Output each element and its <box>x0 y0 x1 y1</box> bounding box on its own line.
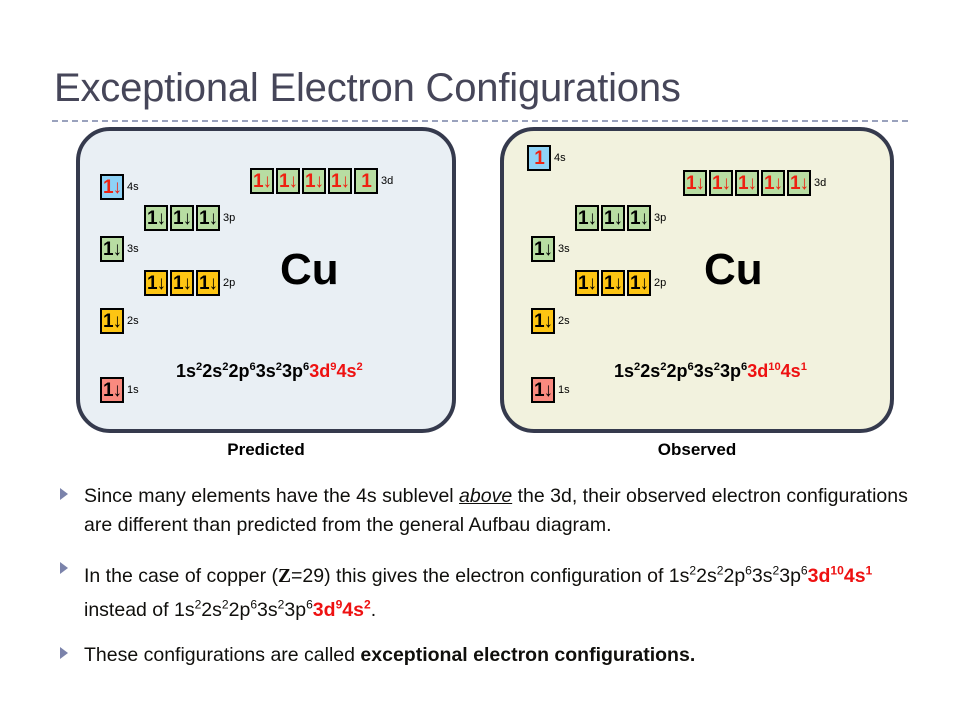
orbital-row-observed-3p: 1↓1↓1↓3p <box>575 205 666 231</box>
bullet-item-2: In the case of copper (Z=29) this gives … <box>56 556 914 625</box>
caption-predicted: Predicted <box>227 440 305 459</box>
orbital-label-predicted-3p: 3p <box>223 212 236 224</box>
bullet-item-1: Since many elements have the 4s sublevel… <box>56 482 914 540</box>
orbital-box-predicted-3d-4: 1↓ <box>328 168 352 194</box>
orbital-label-observed-3p: 3p <box>654 212 667 224</box>
orbital-label-observed-2s: 2s <box>558 315 570 327</box>
triangle-right-icon <box>60 488 68 500</box>
orbital-row-predicted-2s: 1↓2s <box>100 308 139 334</box>
config-highlight-predicted: 3d94s2 <box>309 361 363 381</box>
title-divider <box>52 120 908 122</box>
orbital-row-predicted-1s: 1↓1s <box>100 377 139 403</box>
panel-observed: Cu 1s22s22p63s23p63d104s1 <box>500 127 894 433</box>
orbital-label-predicted-1s: 1s <box>127 384 139 396</box>
orbital-box-observed-3s-1: 1↓ <box>531 236 555 262</box>
config-base-observed: 1s22s22p63s23p6 <box>614 361 748 381</box>
orbital-row-predicted-3s: 1↓3s <box>100 236 139 262</box>
orbital-box-predicted-2s-1: 1↓ <box>100 308 124 334</box>
orbital-box-predicted-3p-1: 1↓ <box>144 205 168 231</box>
orbital-label-observed-2p: 2p <box>654 277 667 289</box>
orbital-box-observed-4s-1: 1 <box>527 145 551 171</box>
orbital-box-observed-3d-3: 1↓ <box>735 170 759 196</box>
orbital-box-observed-3p-3: 1↓ <box>627 205 651 231</box>
page-title: Exceptional Electron Configurations <box>54 66 681 110</box>
orbital-label-predicted-2s: 2s <box>127 315 139 327</box>
orbital-box-predicted-3d-2: 1↓ <box>276 168 300 194</box>
element-symbol-predicted: Cu <box>280 245 339 294</box>
orbital-box-predicted-3d-3: 1↓ <box>302 168 326 194</box>
orbital-box-observed-3d-5: 1↓ <box>787 170 811 196</box>
caption-observed: Observed <box>657 440 737 459</box>
bullet-list: Since many elements have the 4s sublevel… <box>56 482 914 670</box>
orbital-box-observed-2p-3: 1↓ <box>627 270 651 296</box>
orbital-label-observed-4s: 4s <box>554 152 566 164</box>
orbital-row-observed-3d: 1↓1↓1↓1↓1↓3d <box>683 170 826 196</box>
orbital-row-observed-2s: 1↓2s <box>531 308 570 334</box>
orbital-box-predicted-3s-1: 1↓ <box>100 236 124 262</box>
bullet-text-1: Since many elements have the 4s sublevel… <box>84 485 908 536</box>
orbital-label-observed-3s: 3s <box>558 243 570 255</box>
orbital-label-predicted-4s: 4s <box>127 181 139 193</box>
orbital-label-observed-3d: 3d <box>814 177 827 189</box>
orbital-box-observed-2s-1: 1↓ <box>531 308 555 334</box>
triangle-right-icon <box>60 562 68 574</box>
config-predicted: 1s22s22p63s23p63d94s2 <box>176 361 363 382</box>
orbital-label-predicted-3s: 3s <box>127 243 139 255</box>
bullet-text-3: These configurations are called exceptio… <box>84 644 696 666</box>
orbital-box-observed-3p-1: 1↓ <box>575 205 599 231</box>
orbital-row-observed-3s: 1↓3s <box>531 236 570 262</box>
orbital-box-observed-2p-1: 1↓ <box>575 270 599 296</box>
orbital-box-predicted-3p-3: 1↓ <box>196 205 220 231</box>
bullet-text-2: In the case of copper (Z=29) this gives … <box>84 563 873 621</box>
orbital-box-predicted-3p-2: 1↓ <box>170 205 194 231</box>
element-symbol-observed: Cu <box>704 245 763 294</box>
orbital-label-observed-1s: 1s <box>558 384 570 396</box>
orbital-box-observed-2p-2: 1↓ <box>601 270 625 296</box>
orbital-box-observed-3d-2: 1↓ <box>709 170 733 196</box>
orbital-box-observed-3d-4: 1↓ <box>761 170 785 196</box>
orbital-label-predicted-3d: 3d <box>381 175 394 187</box>
orbital-box-predicted-3d-5: 1 <box>354 168 378 194</box>
orbital-box-predicted-2p-3: 1↓ <box>196 270 220 296</box>
orbital-box-predicted-2p-1: 1↓ <box>144 270 168 296</box>
orbital-box-predicted-1s-1: 1↓ <box>100 377 124 403</box>
orbital-box-predicted-3d-1: 1↓ <box>250 168 274 194</box>
orbital-row-predicted-2p: 1↓1↓1↓2p <box>144 270 235 296</box>
config-base-predicted: 1s22s22p63s23p6 <box>176 361 310 381</box>
orbital-box-predicted-4s-1: 1↓ <box>100 174 124 200</box>
orbital-row-predicted-3p: 1↓1↓1↓3p <box>144 205 235 231</box>
orbital-row-observed-2p: 1↓1↓1↓2p <box>575 270 666 296</box>
bullet-item-3: These configurations are called exceptio… <box>56 641 914 670</box>
orbital-box-observed-3d-1: 1↓ <box>683 170 707 196</box>
orbital-box-observed-1s-1: 1↓ <box>531 377 555 403</box>
config-observed: 1s22s22p63s23p63d104s1 <box>614 361 807 382</box>
config-highlight-observed: 3d104s1 <box>747 361 807 381</box>
triangle-right-icon <box>60 647 68 659</box>
orbital-label-predicted-2p: 2p <box>223 277 236 289</box>
orbital-box-observed-3p-2: 1↓ <box>601 205 625 231</box>
orbital-box-predicted-2p-2: 1↓ <box>170 270 194 296</box>
orbital-row-observed-1s: 1↓1s <box>531 377 570 403</box>
orbital-row-predicted-4s: 1↓4s <box>100 174 139 200</box>
